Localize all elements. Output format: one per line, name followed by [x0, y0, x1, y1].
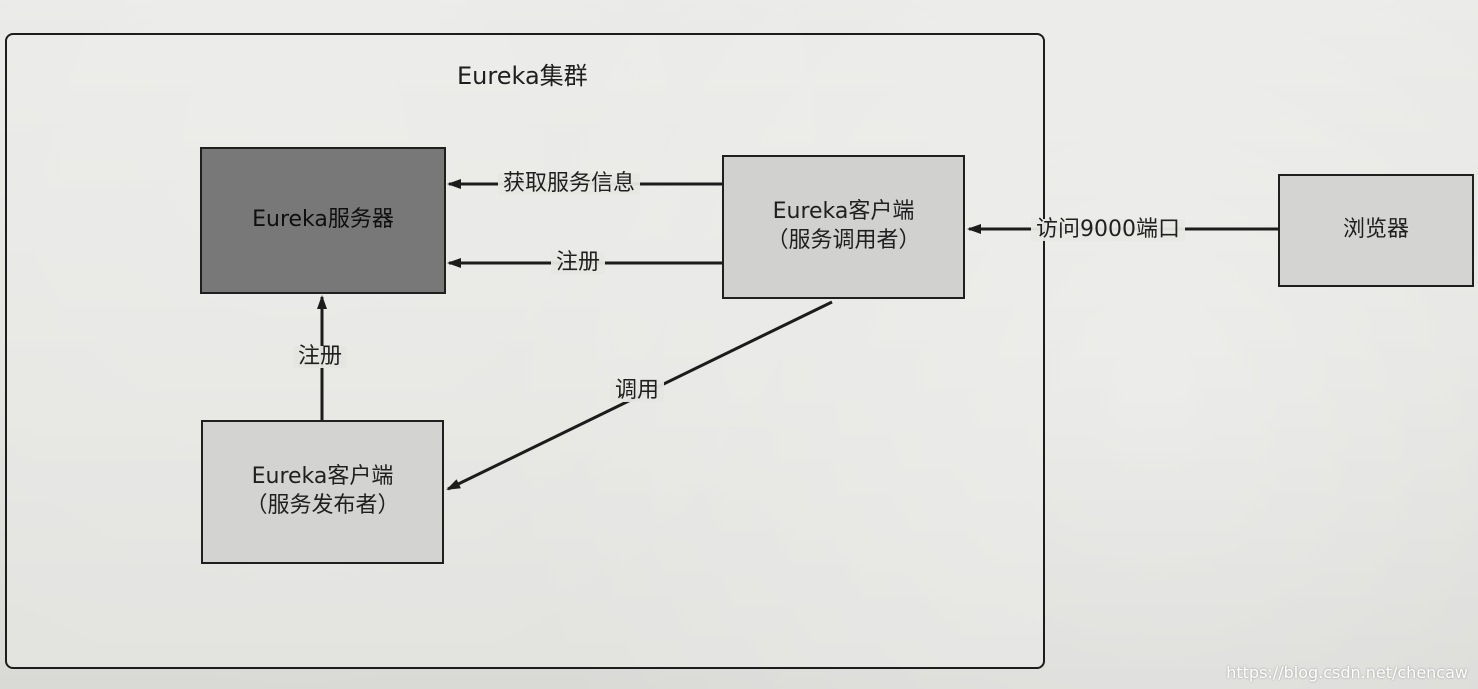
browser-label: 浏览器: [1342, 217, 1409, 243]
browser-box: 浏览器: [1278, 174, 1474, 287]
service-consumer-role: （服务调用者）: [766, 228, 921, 253]
service-consumer-title: Eureka客户端: [772, 199, 915, 225]
cluster-title: Eureka集群: [457, 62, 588, 90]
eureka-server-label: Eureka服务器: [252, 207, 394, 233]
eureka-cluster-frame: [5, 33, 1045, 669]
service-call-label: 调用: [610, 380, 665, 402]
service-publisher-box: Eureka客户端 （服务发布者）: [201, 420, 444, 564]
service-publisher-role: （服务发布者）: [245, 493, 400, 518]
fetch-service-info-label: 获取服务信息: [498, 173, 641, 195]
source-watermark: https://blog.csdn.net/chencaw: [1226, 663, 1468, 682]
consumer-register-label: 注册: [551, 252, 606, 274]
browser-access-label: 访问9000端口: [1031, 219, 1185, 241]
publisher-register-label: 注册: [293, 346, 348, 368]
eureka-server-box: Eureka服务器: [200, 147, 446, 294]
service-consumer-box: Eureka客户端 （服务调用者）: [722, 155, 965, 299]
service-publisher-title: Eureka客户端: [251, 464, 394, 490]
